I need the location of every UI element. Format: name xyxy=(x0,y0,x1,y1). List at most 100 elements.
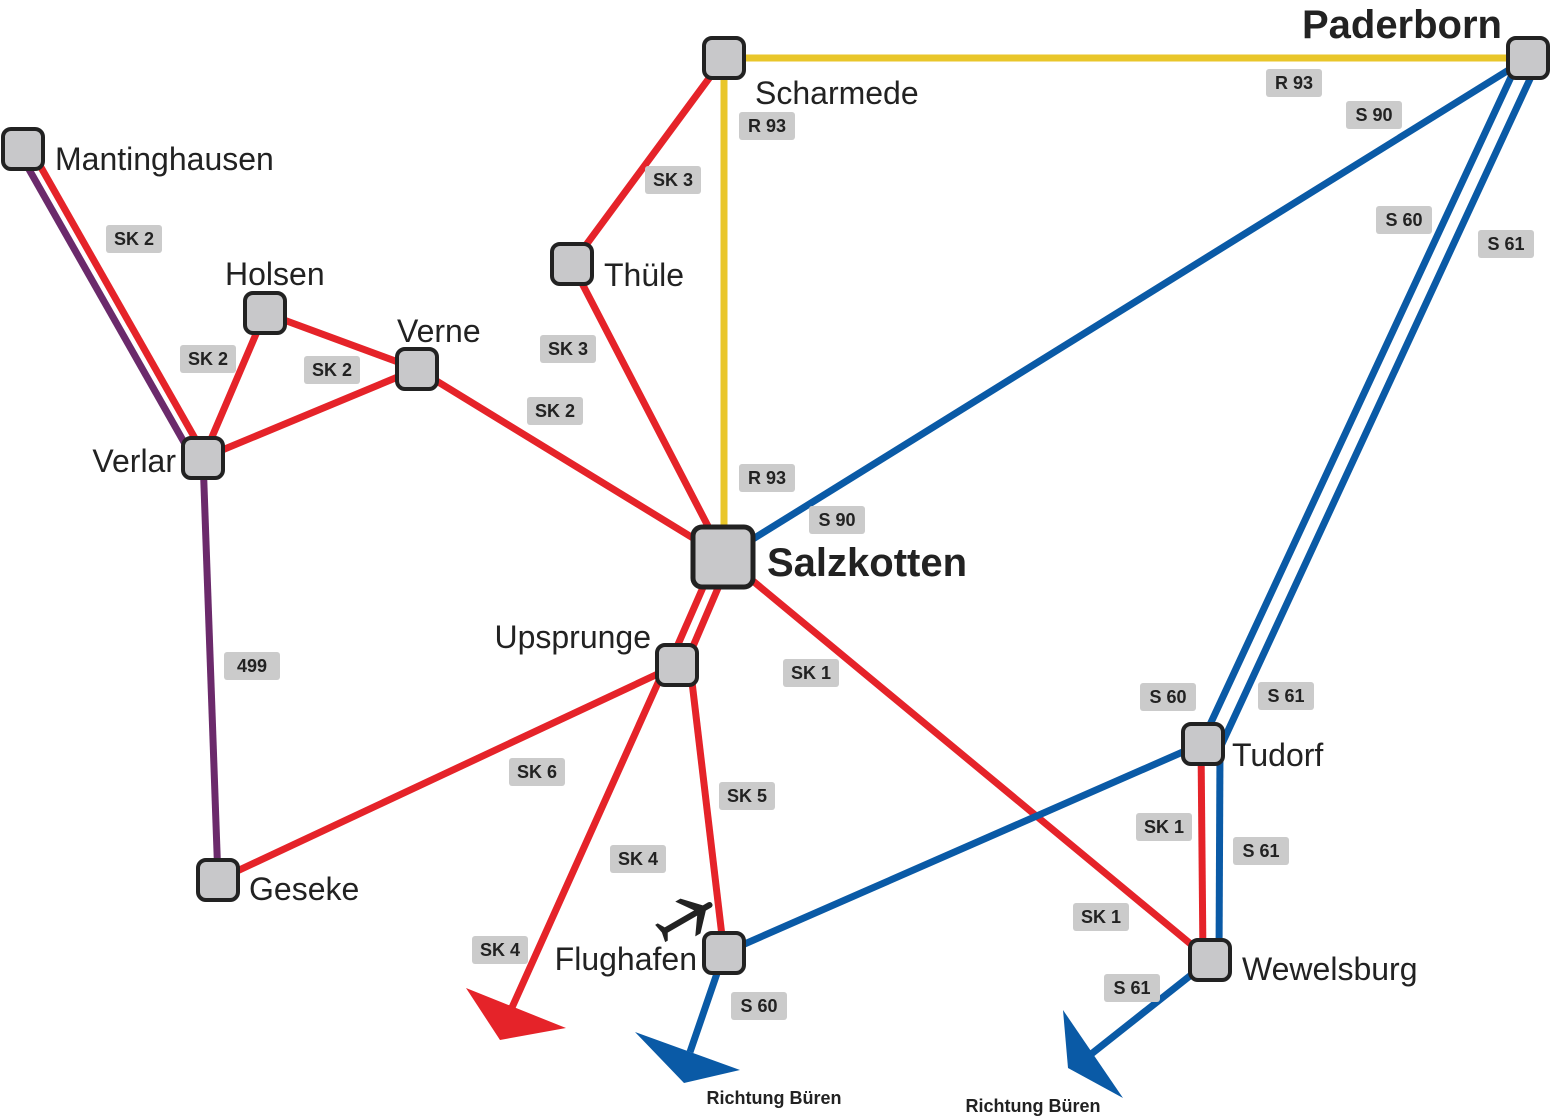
s60-paderborn-tudorf xyxy=(1197,60,1522,746)
label-paderborn: Paderborn xyxy=(1302,3,1502,47)
station-upsprunge-marker[interactable] xyxy=(655,643,699,687)
label-geseke: Geseke xyxy=(249,871,359,907)
tag-s61-upper: S 61 xyxy=(1478,230,1534,258)
tag-label: S 60 xyxy=(1385,210,1422,230)
s61-tudorf-wewelsburg xyxy=(1215,747,1224,961)
station-labels: Paderborn Scharmede Mantinghausen Holsen… xyxy=(55,3,1502,987)
sk2-verne-salzkotten xyxy=(415,366,726,560)
sk3-thuele-salzkotten xyxy=(568,262,728,559)
tag-r93-mid: R 93 xyxy=(739,464,795,492)
s61-paderborn-tudorf xyxy=(1216,64,1540,750)
tag-label: S 61 xyxy=(1113,978,1150,998)
tag-label: SK 1 xyxy=(1081,907,1121,927)
route-tags: R 93 R 93 R 93 S 90 S 90 S 60 S 61 S 60 … xyxy=(106,69,1534,1020)
label-tudorf: Tudorf xyxy=(1232,737,1323,773)
label-salzkotten: Salzkotten xyxy=(767,541,967,585)
tag-s90-top: S 90 xyxy=(1346,101,1402,129)
tag-label: S 61 xyxy=(1242,841,1279,861)
tag-sk1-lower: SK 1 xyxy=(1073,903,1129,931)
s90-salzkotten-paderborn xyxy=(722,55,1530,560)
sk4-upsprunge-south xyxy=(506,663,670,1014)
tag-label: S 61 xyxy=(1267,686,1304,706)
s60-tudorf-flughafen xyxy=(722,740,1203,957)
stations xyxy=(1,36,1550,982)
tag-r93-top: R 93 xyxy=(1266,69,1322,97)
tag-sk2-verne: SK 2 xyxy=(304,356,360,384)
tag-label: SK 4 xyxy=(480,940,520,960)
label-holsen: Holsen xyxy=(225,256,325,292)
sk5-upsprunge-flughafen xyxy=(686,664,728,954)
tag-499: 499 xyxy=(224,652,280,680)
label-verlar: Verlar xyxy=(92,443,176,479)
station-flughafen-marker[interactable] xyxy=(702,931,746,975)
station-verne-marker[interactable] xyxy=(395,347,439,391)
tag-sk4-lower: SK 4 xyxy=(472,936,528,964)
bus499-manting-verlar xyxy=(14,148,197,460)
tag-sk5: SK 5 xyxy=(719,782,775,810)
station-thuele-marker[interactable] xyxy=(550,242,594,286)
sk1-salzkotten-wewelsburg xyxy=(721,554,1213,963)
tag-label: SK 1 xyxy=(791,663,831,683)
station-tudorf-marker[interactable] xyxy=(1181,722,1225,766)
station-wewelsburg-marker[interactable] xyxy=(1188,938,1232,982)
tag-label: SK 3 xyxy=(548,339,588,359)
tag-label: S 61 xyxy=(1487,234,1524,254)
tag-label: SK 4 xyxy=(618,849,658,869)
s60-arrow-head xyxy=(635,1032,740,1083)
tag-sk3-upper: SK 3 xyxy=(645,166,701,194)
label-thuele: Thüle xyxy=(604,257,684,293)
airplane-icon xyxy=(655,898,713,943)
label-upsprunge: Upsprunge xyxy=(494,619,651,655)
tag-s60-south: S 60 xyxy=(731,992,787,1020)
tag-s61-south: S 61 xyxy=(1104,974,1160,1002)
tag-label: SK 2 xyxy=(114,229,154,249)
label-flughafen: Flughafen xyxy=(555,941,697,977)
label-manting: Mantinghausen xyxy=(55,141,274,177)
tag-label: SK 2 xyxy=(312,360,352,380)
label-scharmede: Scharmede xyxy=(755,75,919,111)
tag-s60-upper: S 60 xyxy=(1376,206,1432,234)
tag-sk4-upper: SK 4 xyxy=(610,845,666,873)
sk2-manting-verlar xyxy=(26,146,209,458)
tag-sk6: SK 6 xyxy=(509,758,565,786)
tag-s61-tudorf: S 61 xyxy=(1258,682,1314,710)
tag-label: SK 3 xyxy=(653,170,693,190)
tag-label: SK 2 xyxy=(188,349,228,369)
sk2-holsen-verne xyxy=(263,309,419,373)
station-scharmede-marker[interactable] xyxy=(702,36,746,80)
tag-s61-lower: S 61 xyxy=(1233,837,1289,865)
station-geseke-marker[interactable] xyxy=(196,858,240,902)
tag-label: S 60 xyxy=(740,996,777,1016)
tag-label: SK 1 xyxy=(1144,817,1184,837)
sk2-verlar-verne xyxy=(201,365,419,462)
tag-label: S 90 xyxy=(818,510,855,530)
station-salzkotten-marker[interactable] xyxy=(690,524,756,590)
station-paderborn-marker[interactable] xyxy=(1506,36,1550,80)
label-verne: Verne xyxy=(397,313,481,349)
tag-label: R 93 xyxy=(748,468,786,488)
tag-label: 499 xyxy=(237,656,267,676)
tag-label: SK 5 xyxy=(727,786,767,806)
station-holsen-marker[interactable] xyxy=(243,291,287,335)
tag-sk1-tudorf: SK 1 xyxy=(1136,813,1192,841)
sk6-upsprunge-geseke xyxy=(216,661,679,884)
sk1-tudorf-wewelsburg xyxy=(1197,743,1207,961)
station-manting-marker[interactable] xyxy=(1,127,45,171)
station-verlar-marker[interactable] xyxy=(181,436,225,480)
tag-label: SK 2 xyxy=(535,401,575,421)
direction-arrows xyxy=(466,988,1123,1098)
tag-sk2-holsen: SK 2 xyxy=(180,345,236,373)
tag-label: R 93 xyxy=(1275,73,1313,93)
tag-sk3-lower: SK 3 xyxy=(540,335,596,363)
label-wewelsburg: Wewelsburg xyxy=(1242,951,1417,987)
tag-s90-mid: S 90 xyxy=(809,506,865,534)
bus499-verlar-geseke xyxy=(199,457,222,881)
tag-sk2-manting: SK 2 xyxy=(106,225,162,253)
sk4-arrow-head xyxy=(466,988,566,1040)
tag-sk1-upper: SK 1 xyxy=(783,659,839,687)
sk3-scharmede-thuele xyxy=(569,55,727,267)
tag-r93-scharmede: R 93 xyxy=(739,112,795,140)
tag-label: SK 6 xyxy=(517,762,557,782)
sk2-holsen-verlar xyxy=(199,311,269,460)
tag-label: R 93 xyxy=(748,116,786,136)
